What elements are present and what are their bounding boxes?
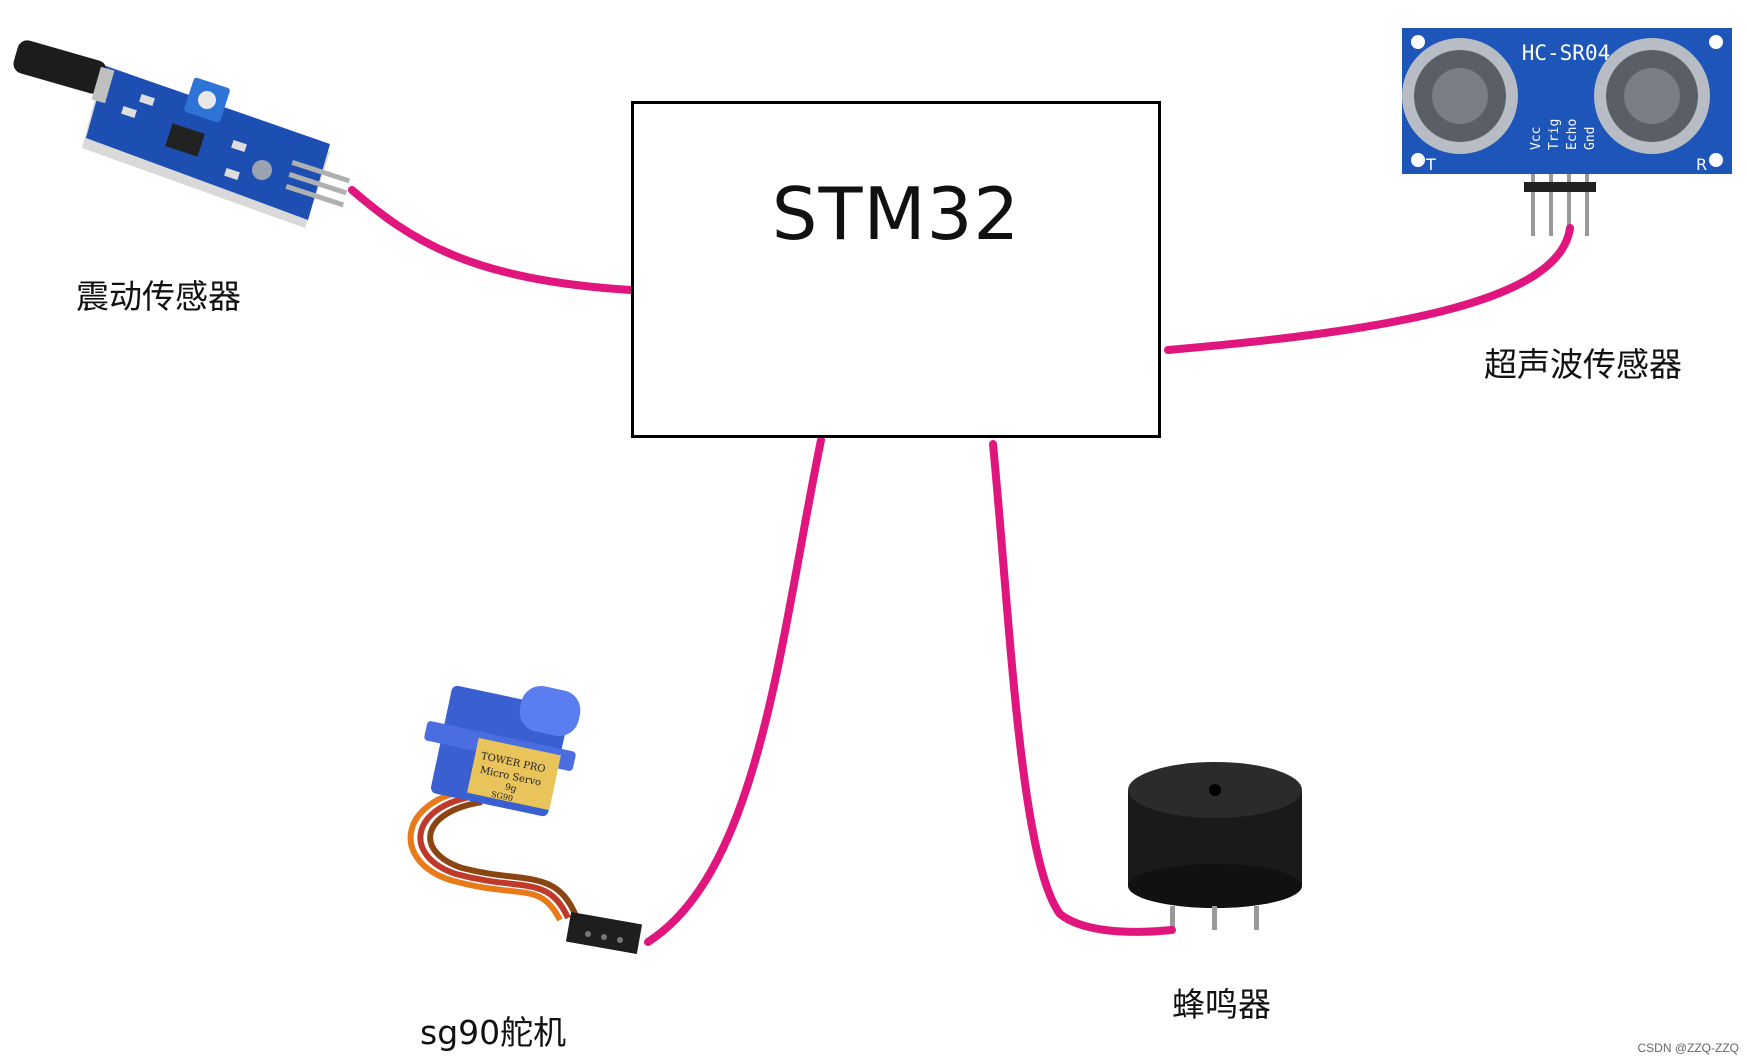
ultrasonic-mark-t: T	[1425, 155, 1436, 174]
servo-part-text: SG90	[490, 790, 513, 803]
vibration-sensor-label: 震动传感器	[76, 277, 241, 316]
servo-image: TOWER PRO Micro Servo 9g SG90	[407, 685, 643, 955]
ultrasonic-pin-label: Gnd	[1583, 127, 1598, 150]
ultrasonic-pin-label: Vcc	[1529, 127, 1544, 150]
buzzer-label: 蜂鸣器	[1172, 985, 1271, 1024]
servo-label: sg90舵机	[420, 1013, 567, 1052]
ultrasonic-sensor-label: 超声波传感器	[1484, 345, 1682, 384]
wire-ultrasonic-to-mcu	[1164, 224, 1574, 354]
ultrasonic-board-text: HC-SR04	[1522, 41, 1611, 65]
stm32-label: STM32	[771, 172, 1021, 256]
wire-servo-to-mcu	[644, 436, 825, 946]
stm32-box: STM32	[631, 101, 1161, 438]
vibration-sensor-image	[13, 40, 351, 228]
ultrasonic-mark-r: R	[1696, 155, 1707, 174]
wire-buzzer-to-mcu	[989, 440, 1176, 936]
ultrasonic-pin-label: Trig	[1547, 119, 1562, 150]
watermark: CSDN @ZZQ-ZZQ	[1637, 1041, 1739, 1055]
servo-sub-text: 9g	[504, 783, 518, 795]
ultrasonic-sensor-image: HC-SR04 Vcc Trig Echo Gnd T R	[1402, 28, 1732, 236]
buzzer-image	[1128, 762, 1302, 930]
wire-vibration-to-mcu	[348, 186, 635, 294]
ultrasonic-pin-label: Echo	[1565, 119, 1580, 150]
